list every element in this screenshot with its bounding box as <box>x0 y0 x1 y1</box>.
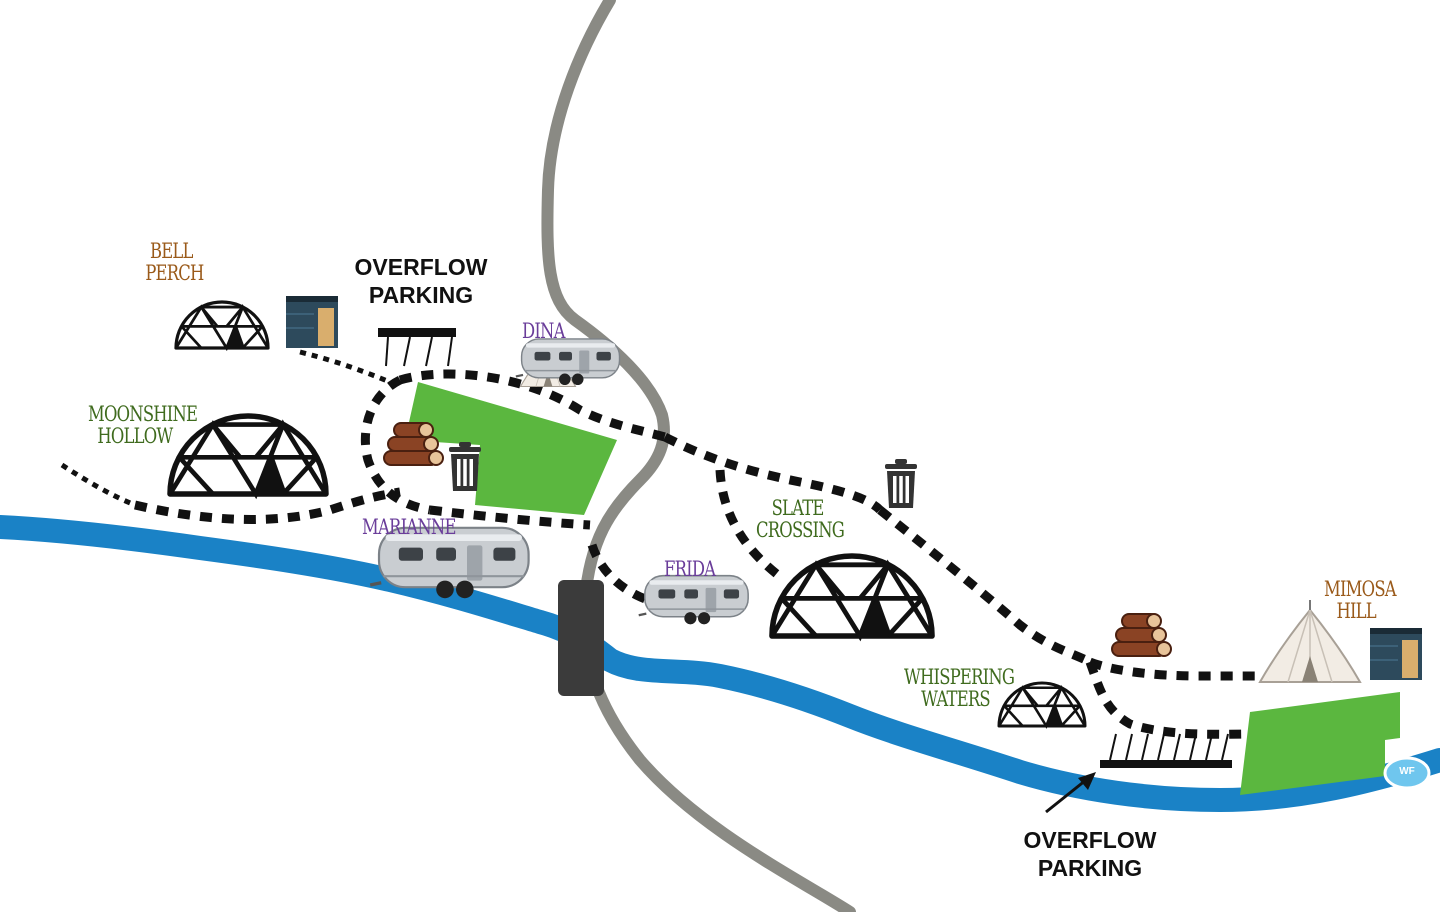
trail <box>398 369 667 442</box>
site-label-mimosa-hill: MIMOSA HILL <box>1324 577 1397 624</box>
trail <box>587 543 650 605</box>
trash-can-icon <box>885 459 917 508</box>
label-line: SLATE <box>771 496 825 520</box>
label-line: BELL <box>150 239 193 263</box>
label-line: OVERFLOW <box>354 254 488 280</box>
label-line: DINA <box>522 319 565 343</box>
wf-badge-label: WF <box>1399 766 1415 777</box>
label-line: PARKING <box>368 282 474 309</box>
overflow-parking-top-bar <box>378 328 456 367</box>
label-line: PERCH <box>145 261 204 286</box>
trail <box>1085 660 1246 739</box>
wf-badge <box>1383 756 1431 790</box>
geodesic-dome-icon <box>772 556 932 636</box>
parking-area-bottom <box>1240 692 1400 795</box>
site-label-dina: DINA <box>522 320 565 342</box>
site-label-frida: FRIDA <box>664 557 716 581</box>
arrow-icon <box>1045 772 1096 814</box>
trail <box>429 505 591 530</box>
parking-area-top <box>405 382 617 515</box>
road <box>541 0 856 912</box>
site-label-slate-crossing: SLATE CROSSING <box>756 496 845 543</box>
trail <box>60 462 136 508</box>
label-line: HILL <box>1336 599 1376 624</box>
bridge-icon <box>558 580 604 696</box>
label-line: MOONSHINE <box>88 402 198 426</box>
label-line: WHISPERING <box>904 665 1015 689</box>
river <box>0 515 1440 813</box>
airstream-trailer-icon <box>637 574 750 626</box>
label-line: HOLLOW <box>97 424 173 449</box>
trail <box>299 349 391 385</box>
trail <box>877 506 1093 667</box>
label-line: PARKING <box>1037 855 1143 882</box>
site-label-bell-perch: BELL PERCH <box>145 239 204 284</box>
overflow-parking-label-bottom: OVERFLOW PARKING <box>1014 828 1166 880</box>
label-line: OVERFLOW <box>1023 827 1157 853</box>
label-line: MIMOSA <box>1324 577 1397 601</box>
overflow-parking-label-top: OVERFLOW PARKING <box>346 255 496 307</box>
trail <box>662 432 884 514</box>
trails <box>60 349 1262 739</box>
label-line: CROSSING <box>756 518 845 543</box>
site-label-marianne: MARIANNE <box>362 516 456 538</box>
firewood-icon <box>1111 613 1172 657</box>
trail <box>360 375 431 515</box>
label-line: MARIANNE <box>362 515 456 539</box>
site-label-moonshine-hollow: MOONSHINE HOLLOW <box>88 402 198 449</box>
label-line: FRIDA <box>664 557 716 581</box>
label-line: WATERS <box>921 687 990 712</box>
site-label-whispering-waters: WHISPERING WATERS <box>904 665 1015 712</box>
trail <box>1088 657 1262 681</box>
shed-icon <box>1369 627 1423 681</box>
trail <box>133 487 401 524</box>
overflow-parking-bottom-bar <box>1100 733 1232 768</box>
shed-icon <box>285 295 339 349</box>
trash-can-icon <box>449 442 481 491</box>
geodesic-dome-icon <box>176 302 268 348</box>
